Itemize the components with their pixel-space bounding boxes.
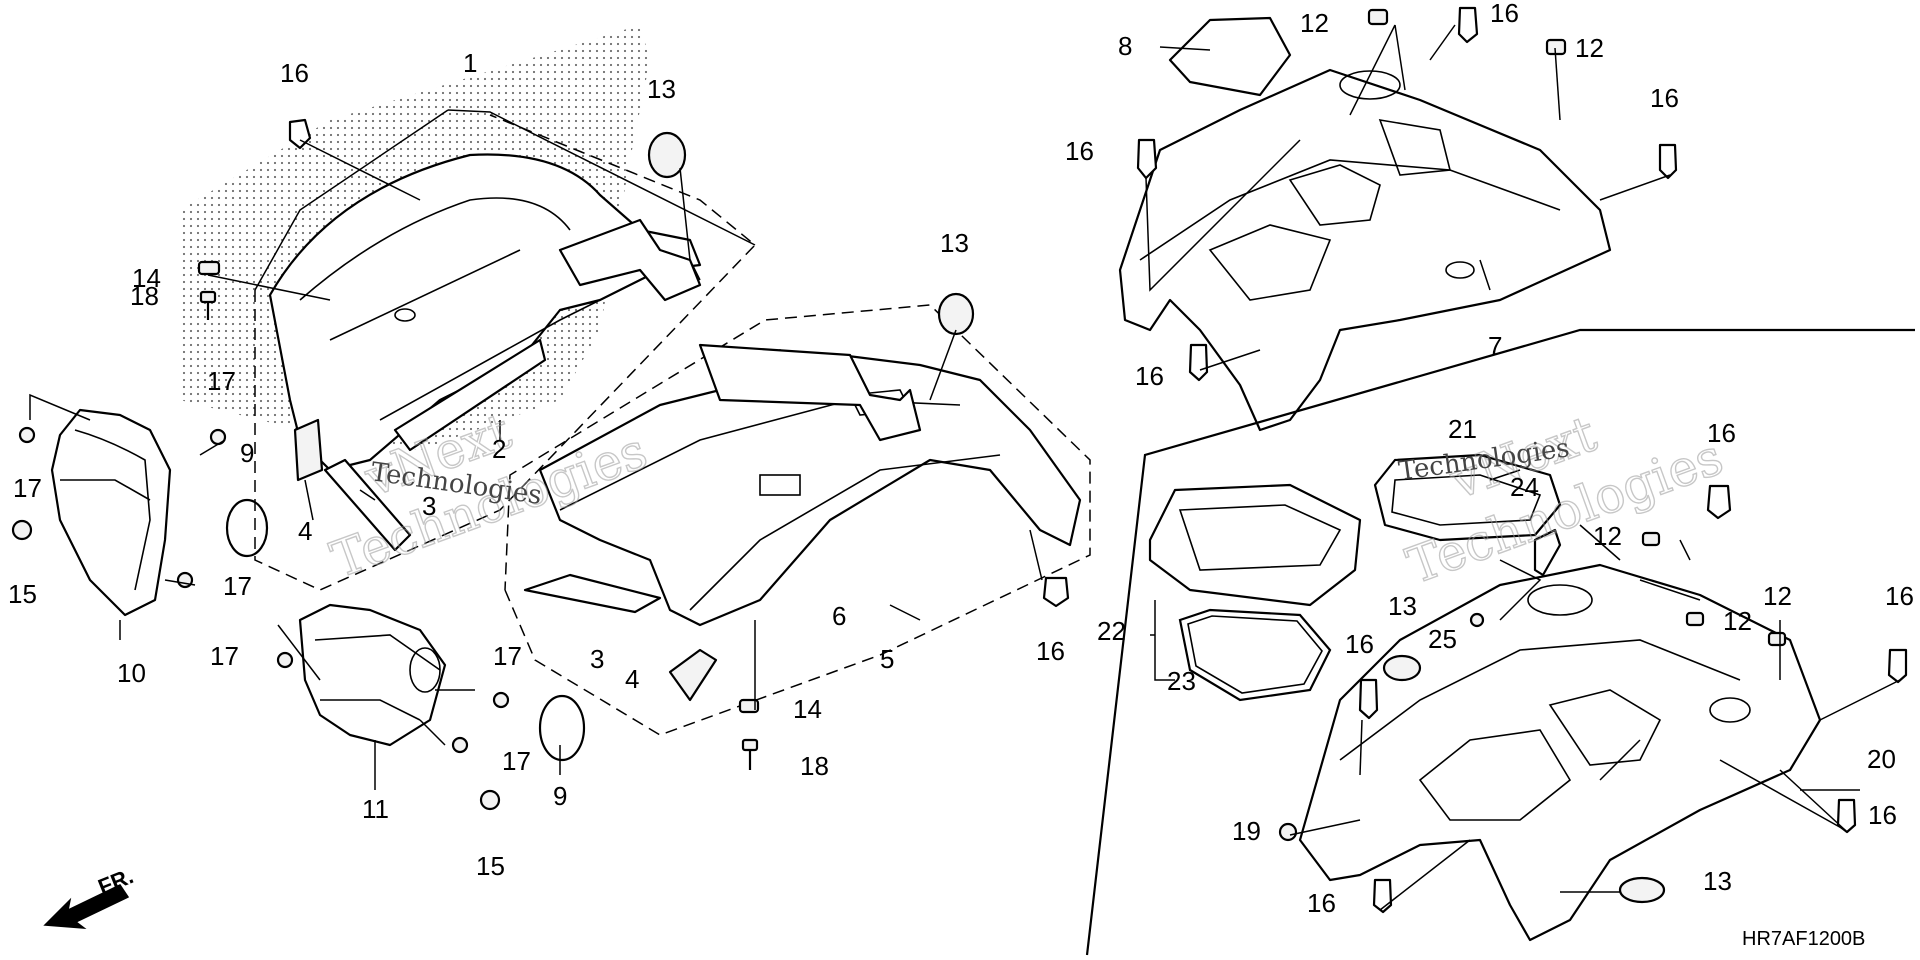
callout-12-e: 12 <box>1763 581 1792 611</box>
side-cover-part-10 <box>50 408 172 617</box>
callout-16-g: 16 <box>1707 418 1736 448</box>
callout-16-d: 16 <box>1650 83 1679 113</box>
callout-4-a: 4 <box>298 516 312 546</box>
carrier-part-20 <box>1298 563 1822 942</box>
callout-labels: 1 2 3 3 4 4 5 6 7 8 9 9 10 11 12 12 12 1… <box>8 0 1914 918</box>
callout-10: 10 <box>117 658 146 688</box>
callout-17-e: 17 <box>493 641 522 671</box>
callout-16-j: 16 <box>1868 800 1897 830</box>
callout-16-k: 16 <box>1307 888 1336 918</box>
arrow-left-icon <box>43 884 130 929</box>
callout-17-f: 17 <box>502 746 531 776</box>
callout-16-a: 16 <box>280 58 309 88</box>
rear-fender-part-7 <box>1118 68 1612 432</box>
fender-stay <box>558 218 702 302</box>
callout-11: 11 <box>362 794 389 824</box>
callout-15-b: 15 <box>476 851 505 881</box>
callout-4-b: 4 <box>625 664 639 694</box>
callout-17-b: 17 <box>13 473 42 503</box>
callout-16-f: 16 <box>1036 636 1065 666</box>
callout-1: 1 <box>463 48 477 78</box>
grommet-icon <box>647 131 1666 904</box>
callout-24: 24 <box>1510 472 1539 502</box>
callout-18-a: 18 <box>130 281 159 311</box>
front-fender-bracket-part-2 <box>393 338 547 452</box>
tray-part-22 <box>1148 483 1362 607</box>
tape-part-4-front <box>293 418 324 482</box>
rear-fender-group <box>1118 68 1612 432</box>
fasteners <box>11 6 1908 914</box>
callout-2: 2 <box>492 434 506 464</box>
callout-20: 20 <box>1867 744 1896 774</box>
callout-17-a: 17 <box>207 366 236 396</box>
diagram-code: HR7AF1200B <box>1742 928 1865 950</box>
bolt-icon <box>11 260 1485 842</box>
fender-mount-bracket <box>698 343 922 442</box>
inner-fender-group <box>504 304 1091 736</box>
front-fender-group <box>254 114 757 591</box>
callout-15-a: 15 <box>8 579 37 609</box>
callout-9-a: 9 <box>240 438 254 468</box>
seal-ring-part-9-a <box>225 498 269 558</box>
callout-8: 8 <box>1118 31 1132 61</box>
callout-17-d: 17 <box>210 641 239 671</box>
callout-13-d: 13 <box>1703 866 1732 896</box>
callout-6: 6 <box>832 601 846 631</box>
callout-23: 23 <box>1167 666 1196 696</box>
svg-text:FR.: FR. <box>95 863 137 899</box>
callout-3-a: 3 <box>422 491 436 521</box>
pad-part-3-rear <box>523 573 662 614</box>
callout-16-e: 16 <box>1135 361 1164 391</box>
side-cover-part-11 <box>298 603 447 747</box>
leader-lines <box>29 24 1901 911</box>
callout-16-b: 16 <box>1065 136 1094 166</box>
seal-ring-part-9-b <box>538 694 586 762</box>
callout-14-a: 14 <box>132 263 161 293</box>
callout-13-b: 13 <box>940 228 969 258</box>
callout-12-c: 12 <box>1593 521 1622 551</box>
cover-part-8 <box>1168 16 1292 97</box>
callout-7: 7 <box>1488 331 1502 361</box>
callout-18-b: 18 <box>800 751 829 781</box>
callout-16-i: 16 <box>1885 581 1914 611</box>
rear-carrier-group <box>1298 563 1822 942</box>
callout-9-b: 9 <box>553 781 567 811</box>
push-clip-icon <box>288 6 1908 914</box>
gasket-part-23 <box>1178 608 1332 702</box>
callout-22: 22 <box>1097 616 1126 646</box>
callout-21: 21 <box>1448 414 1477 444</box>
tray-cover-part-21 <box>1373 453 1562 542</box>
callout-3-b: 3 <box>590 644 604 674</box>
front-direction-arrow: FR. <box>43 863 137 929</box>
callout-14-b: 14 <box>793 694 822 724</box>
callout-12-d: 12 <box>1723 606 1752 636</box>
callout-17-c: 17 <box>223 571 252 601</box>
latch-part-24 <box>1533 528 1562 577</box>
callout-16-c: 16 <box>1490 0 1519 28</box>
callout-13-a: 13 <box>647 74 676 104</box>
front-fender-part-1 <box>268 153 702 472</box>
callout-16-h: 16 <box>1345 629 1374 659</box>
callout-25: 25 <box>1428 624 1457 654</box>
callout-12-a: 12 <box>1300 8 1329 38</box>
inner-fender-part-6 <box>538 353 1082 627</box>
nut-icon <box>1367 8 1787 647</box>
pad-part-3-front <box>323 458 412 552</box>
callout-5: 5 <box>880 644 894 674</box>
callout-19: 19 <box>1232 816 1261 846</box>
tape-part-4-rear <box>668 648 718 702</box>
callout-13-c: 13 <box>1388 591 1417 621</box>
callout-12-b: 12 <box>1575 33 1604 63</box>
